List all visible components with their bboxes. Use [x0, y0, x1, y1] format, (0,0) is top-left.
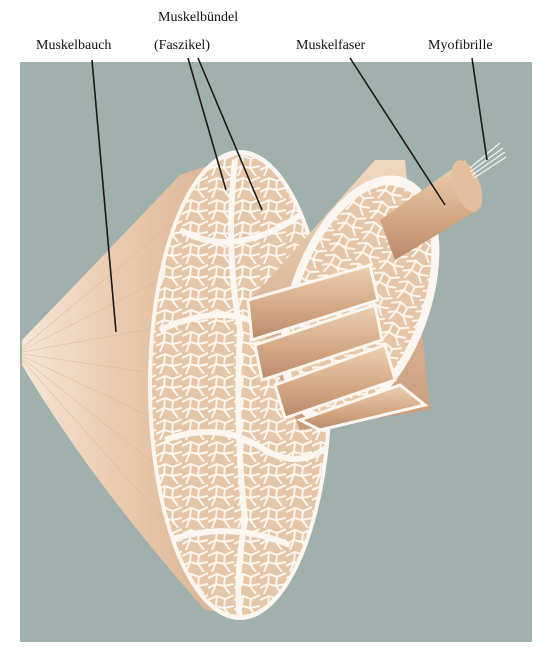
label-fascicle: (Faszikel) — [154, 38, 210, 54]
label-myofibril: Myofibrille — [428, 38, 493, 54]
label-muscle-bundle: Muskelbündel — [158, 10, 238, 26]
label-muscle-fiber: Muskelfaser — [296, 38, 365, 54]
label-muscle-belly: Muskelbauch — [36, 38, 111, 54]
